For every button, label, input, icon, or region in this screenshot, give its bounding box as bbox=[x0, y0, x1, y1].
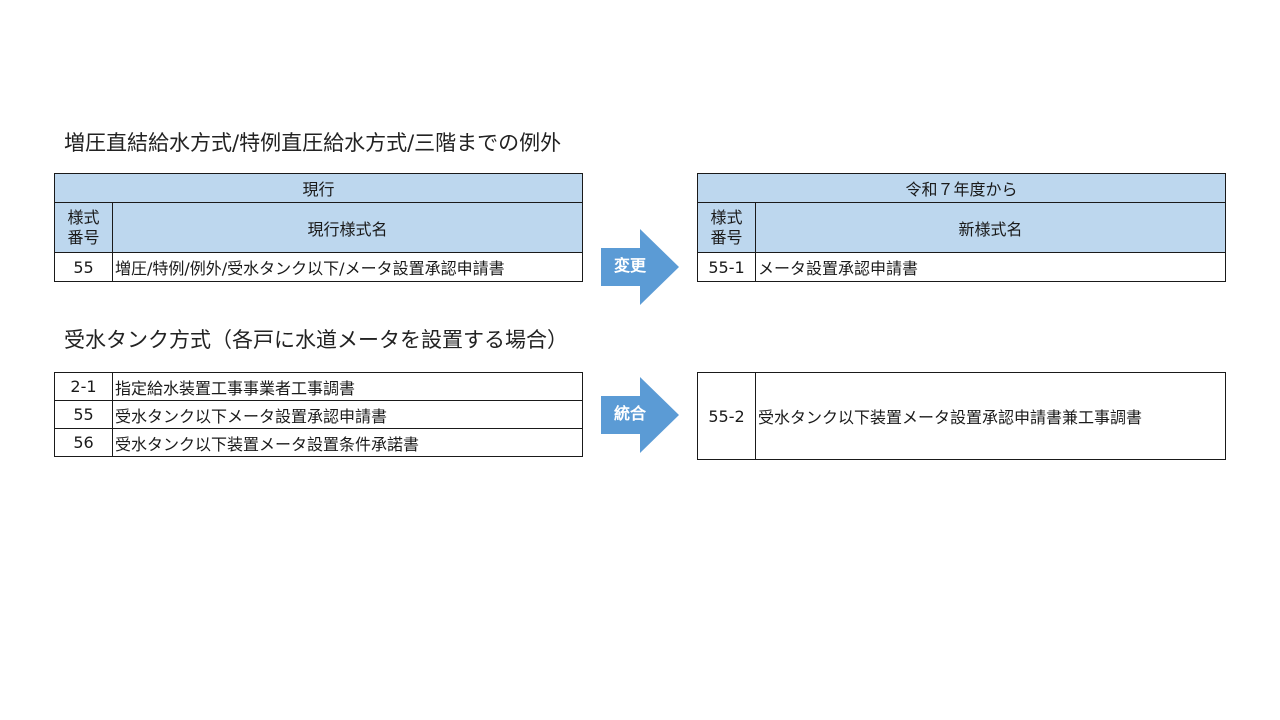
arrow-right-icon bbox=[601, 229, 679, 305]
table-row: 56 受水タンク以下装置メータ設置条件承諾書 bbox=[54, 428, 583, 457]
form-number-cell: 55 bbox=[54, 252, 113, 282]
tank-current-forms-table: 2-1 指定給水装置工事事業者工事調書 55 受水タンク以下メータ設置承認申請書… bbox=[54, 372, 583, 457]
form-number-cell: 55-2 bbox=[697, 372, 756, 460]
table-row: 55-2 受水タンク以下装置メータ設置承認申請書兼工事調書 bbox=[697, 372, 1226, 460]
new-table-title: 令和７年度から bbox=[697, 173, 1226, 203]
section1-heading: 増圧直結給水方式/特例直圧給水方式/三階までの例外 bbox=[64, 131, 562, 155]
merge-arrow: 統合 bbox=[601, 377, 679, 453]
new-forms-table: 令和７年度から 様式 番号 新様式名 55-1 メータ設置承認申請書 bbox=[697, 173, 1226, 282]
table-row: 55-1 メータ設置承認申請書 bbox=[697, 252, 1226, 282]
form-number-cell: 56 bbox=[54, 428, 113, 457]
current-forms-table: 現行 様式 番号 現行様式名 55 増圧/特例/例外/受水タンク以下/メータ設置… bbox=[54, 173, 583, 282]
form-name-cell: 受水タンク以下装置メータ設置条件承諾書 bbox=[112, 428, 583, 457]
form-name-cell: 受水タンク以下メータ設置承認申請書 bbox=[112, 400, 583, 429]
change-arrow: 変更 bbox=[601, 229, 679, 305]
change-arrow-label: 変更 bbox=[613, 256, 646, 275]
form-number-header: 様式 番号 bbox=[54, 202, 113, 253]
merge-arrow-label: 統合 bbox=[613, 404, 646, 423]
form-name-header: 現行様式名 bbox=[112, 202, 583, 253]
table-row: 55 増圧/特例/例外/受水タンク以下/メータ設置承認申請書 bbox=[54, 252, 583, 282]
section2-heading: 受水タンク方式（各戸に水道メータを設置する場合） bbox=[64, 328, 568, 352]
form-name-header: 新様式名 bbox=[755, 202, 1226, 253]
form-name-cell: 増圧/特例/例外/受水タンク以下/メータ設置承認申請書 bbox=[112, 252, 583, 282]
form-number-header-line1: 様式 bbox=[67, 207, 100, 227]
form-number-cell: 55-1 bbox=[697, 252, 756, 282]
table-row: 55 受水タンク以下メータ設置承認申請書 bbox=[54, 400, 583, 429]
form-name-cell: メータ設置承認申請書 bbox=[755, 252, 1226, 282]
form-number-header: 様式 番号 bbox=[697, 202, 756, 253]
current-table-title: 現行 bbox=[54, 173, 583, 203]
form-name-cell: 指定給水装置工事事業者工事調書 bbox=[112, 372, 583, 401]
arrow-right-icon bbox=[601, 377, 679, 453]
form-number-header-line1: 様式 bbox=[710, 207, 743, 227]
form-number-cell: 2-1 bbox=[54, 372, 113, 401]
tank-new-form-table: 55-2 受水タンク以下装置メータ設置承認申請書兼工事調書 bbox=[697, 372, 1226, 460]
table-row: 2-1 指定給水装置工事事業者工事調書 bbox=[54, 372, 583, 401]
form-number-cell: 55 bbox=[54, 400, 113, 429]
form-number-header-line2: 番号 bbox=[710, 227, 743, 247]
form-name-cell: 受水タンク以下装置メータ設置承認申請書兼工事調書 bbox=[755, 372, 1226, 460]
form-number-header-line2: 番号 bbox=[67, 227, 100, 247]
